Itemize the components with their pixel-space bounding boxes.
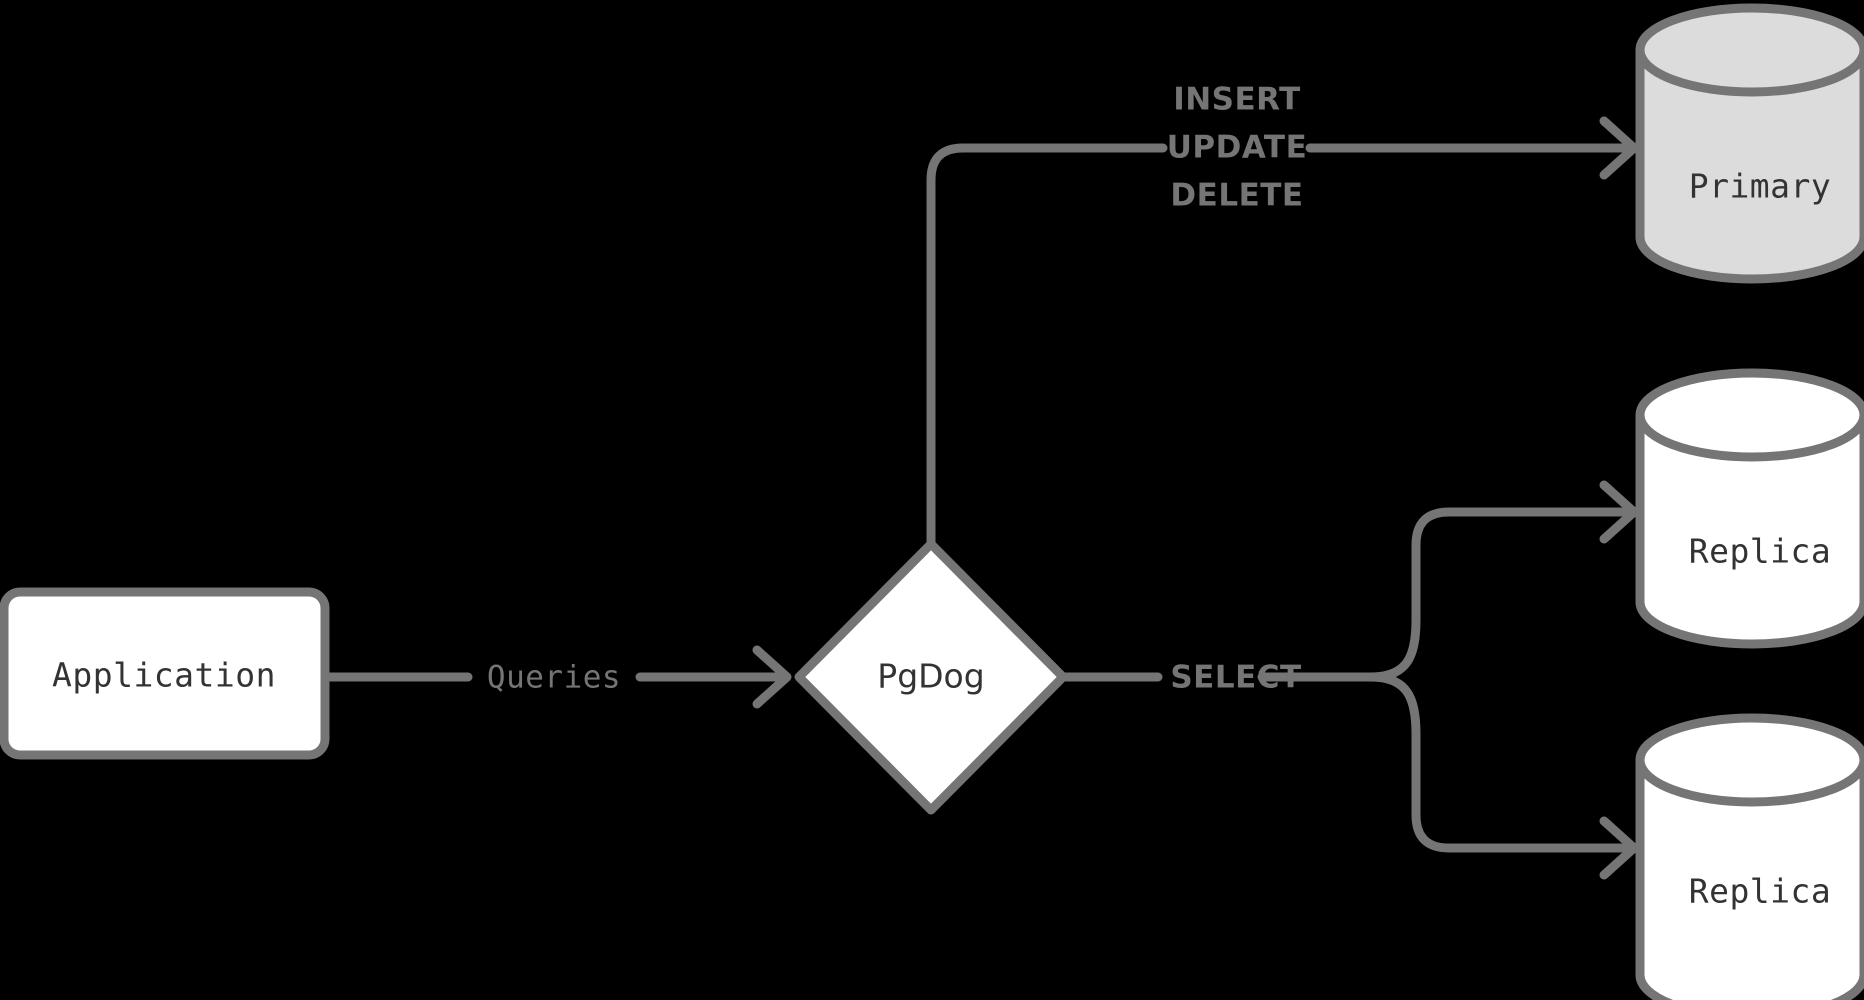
pgdog-label: PgDog (877, 657, 984, 696)
edge-pgdog-to-primary (926, 116, 1639, 548)
node-replica-bottom[interactable]: Replica (1635, 713, 1864, 1000)
primary-cylinder-top-ellipse (1635, 45, 1864, 97)
edge-label-insert: INSERT (1173, 82, 1301, 118)
edge-label-update: UPDATE (1167, 130, 1308, 166)
primary-label: Primary (1689, 167, 1832, 206)
replica-bottom-label: Replica (1689, 872, 1832, 911)
node-replica-top[interactable]: Replica (1635, 368, 1864, 649)
replica-bottom-cylinder-top-ellipse (1635, 755, 1864, 807)
pgdog-diamond[interactable] (794, 539, 1068, 815)
edge-pgdog-to-replicas (1059, 480, 1639, 880)
arrowhead-into-primary (1599, 116, 1639, 180)
edge-branch-to-replica-bottom (1366, 672, 1632, 853)
node-pgdog[interactable]: PgDog (794, 539, 1068, 815)
primary-cylinder-body[interactable] (1635, 3, 1864, 284)
arrowhead-into-replica-top (1599, 480, 1639, 544)
node-application[interactable]: Application (0, 587, 330, 760)
edge-label-delete: DELETE (1170, 178, 1303, 214)
replica-top-cylinder-top-ellipse (1635, 410, 1864, 462)
application-box[interactable] (0, 587, 330, 760)
arrowhead-into-pgdog (752, 645, 792, 709)
replica-top-cylinder-body[interactable] (1635, 368, 1864, 649)
edge-label-select: SELECT (1170, 660, 1301, 696)
edge-label-queries: Queries (487, 660, 621, 696)
application-label: Application (52, 656, 276, 695)
arrowhead-into-replica-bottom (1599, 816, 1639, 880)
edge-pgdog-to-primary-vertical (926, 143, 1168, 548)
replica-bottom-cylinder-body[interactable] (1635, 713, 1864, 1000)
node-primary[interactable]: Primary (1635, 3, 1864, 284)
replica-top-label: Replica (1689, 532, 1832, 571)
edge-branch-to-replica-top (1366, 507, 1632, 682)
edge-app-to-pgdog (325, 645, 792, 709)
